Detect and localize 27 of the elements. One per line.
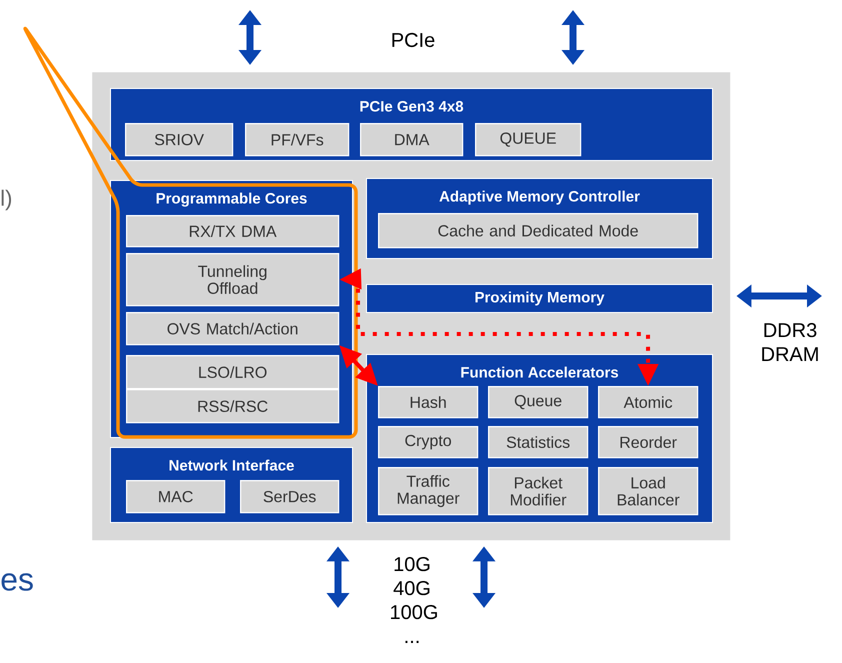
function-cell: SRIOV	[125, 123, 234, 156]
port-label: 10G 40G 100G ...	[391, 557, 437, 643]
function-cell: Tunneling Offload	[126, 253, 340, 306]
function-cell: Atomic	[598, 386, 698, 418]
block-panel: Proximity Memory	[366, 284, 714, 313]
function-cell: RX/TX DMA	[126, 215, 340, 248]
port-label: DDR3 DRAM	[762, 323, 818, 361]
function-cell: OVS Match/Action	[126, 312, 340, 346]
function-cell: Packet Modifier	[488, 467, 588, 516]
function-cell: Queue	[488, 386, 588, 418]
function-cell: Crypto	[378, 426, 478, 458]
function-cell: DMA	[360, 123, 464, 156]
function-cell: SerDes	[240, 480, 340, 514]
function-cell: PF/VFs	[245, 123, 350, 156]
function-cell: Cache and Dedicated Mode	[378, 213, 698, 248]
text-fragment: l)	[2, 190, 12, 210]
function-cell: Reorder	[598, 426, 698, 458]
function-cell: RSS/RSC	[126, 389, 340, 424]
text-fragment: es	[2, 573, 33, 591]
function-cell: Load Balancer	[598, 467, 698, 516]
function-cell: LSO/LRO	[126, 355, 340, 390]
port-label: PCIe	[392, 32, 434, 48]
function-cell: QUEUE	[475, 123, 582, 156]
function-cell: Hash	[378, 386, 478, 418]
function-cell: Statistics	[488, 426, 588, 458]
function-cell: MAC	[126, 480, 226, 514]
function-cell: Traffic Manager	[378, 467, 478, 516]
